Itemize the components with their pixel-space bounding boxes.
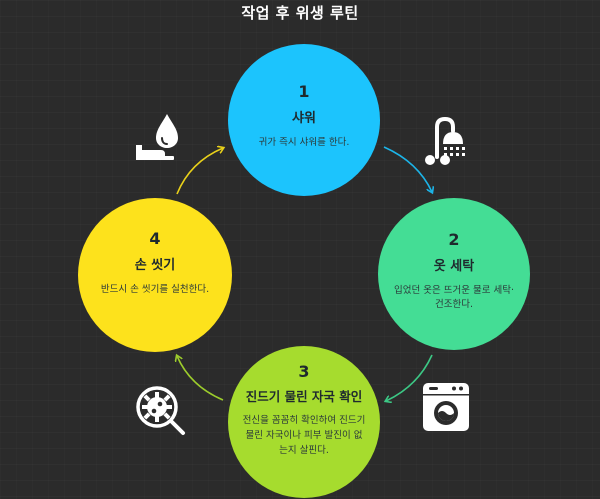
step-description: 전신을 꼼꼼히 확인하여 진드기 물린 자국이나 피부 발진이 없는지 살핀다. (242, 415, 366, 456)
shower-icon (425, 116, 465, 165)
step-title: 진드기 물린 자국 확인 (245, 389, 363, 404)
step-4-handwashing: 4 손 씻기 반드시 손 씻기를 실천한다. (78, 198, 232, 352)
step-description: 반드시 손 씻기를 실천한다. (100, 284, 210, 295)
step-3-tick-check: 3 진드기 물린 자국 확인 전신을 꼼꼼히 확인하여 진드기 물린 자국이나 … (228, 346, 380, 498)
washing-machine-icon (423, 383, 469, 431)
step-title: 샤워 (292, 111, 316, 126)
step-number: 2 (448, 230, 460, 249)
step-title: 옷 세탁 (433, 259, 475, 274)
step-number: 4 (149, 229, 161, 248)
step-description: 귀가 즉시 샤워를 한다. (258, 137, 350, 148)
magnifier-germ-icon (136, 386, 185, 435)
step-number: 1 (298, 82, 310, 101)
step-1-shower: 1 샤워 귀가 즉시 샤워를 한다. (228, 44, 380, 196)
step-description: 입었던 옷은 뜨거운 물로 세탁·건조한다. (394, 285, 514, 310)
diagram-title: 작업 후 위생 루틴 (241, 4, 359, 22)
hand-water-drop-icon (136, 114, 178, 160)
step-2-laundry: 2 옷 세탁 입었던 옷은 뜨거운 물로 세탁·건조한다. (378, 198, 530, 350)
step-number: 3 (298, 362, 310, 381)
step-title: 손 씻기 (134, 258, 176, 273)
